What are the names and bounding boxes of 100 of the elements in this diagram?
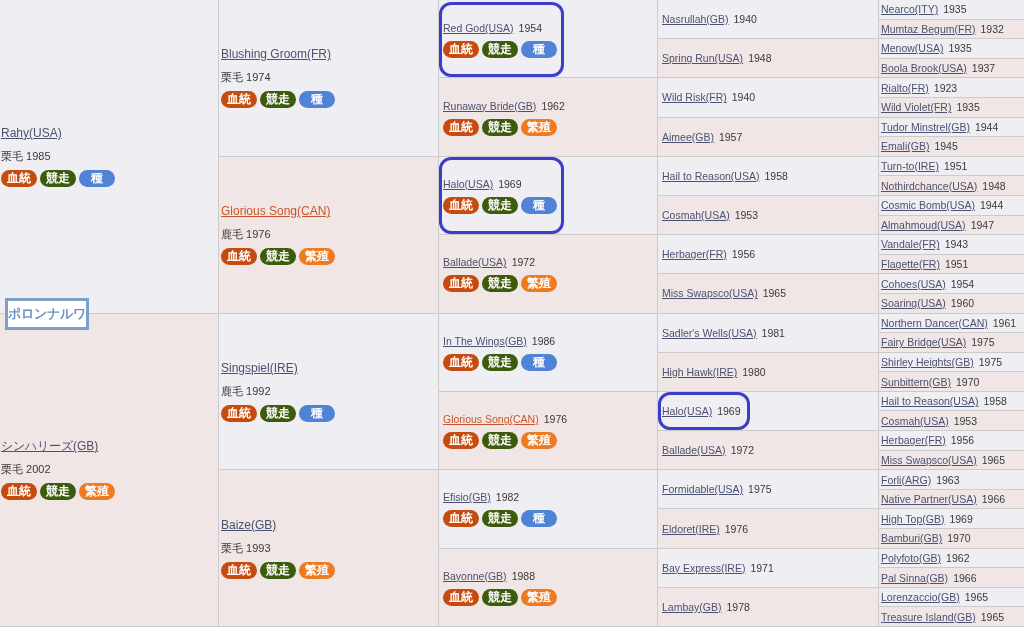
name-link: Rahy(USA) xyxy=(1,125,62,141)
name-link: Nearco(ITY) xyxy=(881,2,939,17)
tag-badge: 血統 xyxy=(221,248,257,266)
year-text: 1988 xyxy=(511,568,535,583)
year-text: 1965 xyxy=(762,286,787,301)
pedigree-cell xyxy=(879,568,1024,588)
name-link: Bayonne(GB) xyxy=(443,568,507,583)
name-link: Lambay(GB) xyxy=(662,599,722,614)
pedigree-cell xyxy=(658,587,879,627)
tag-badge: 競走 xyxy=(260,404,296,422)
tag-badge: 血統 xyxy=(443,588,479,606)
pedigree-cell xyxy=(658,235,879,275)
year-text: 1948 xyxy=(982,178,1006,193)
tag-badge: 種 xyxy=(79,169,115,187)
name-link: Tudor Minstrel(GB) xyxy=(881,119,970,134)
pedigree-cell xyxy=(658,509,879,549)
name-link: Miss Swapsco(USA) xyxy=(881,452,977,467)
year-text: 1965 xyxy=(980,609,1005,624)
tag-badge: 競走 xyxy=(260,91,296,109)
pedigree-cell xyxy=(658,0,879,40)
name-link: Menow(USA) xyxy=(881,41,944,56)
pedigree-cell xyxy=(879,19,1024,40)
year-text: 1972 xyxy=(730,443,754,458)
pedigree-cell xyxy=(879,607,1024,627)
name-link: Blushing Groom(FR) xyxy=(221,47,332,63)
name-link: Native Partner(USA) xyxy=(881,492,977,507)
coat-year-text: 鹿毛 1976 xyxy=(221,227,271,242)
year-text: 1953 xyxy=(953,413,978,428)
tag-badge: 競走 xyxy=(482,275,518,293)
year-text: 1969 xyxy=(717,404,741,419)
year-text: 1945 xyxy=(934,139,958,154)
tag-badge: 繁殖 xyxy=(521,588,557,606)
year-text: 1951 xyxy=(944,257,969,271)
year-text: 1986 xyxy=(531,333,556,348)
tag-badge: 競走 xyxy=(40,169,76,187)
year-text: 1956 xyxy=(950,433,975,448)
name-link: Soaring(USA) xyxy=(881,296,946,311)
pedigree-cell xyxy=(219,470,439,627)
pedigree-cell xyxy=(879,313,1024,334)
tag-badge: 種 xyxy=(521,196,557,214)
tag-badge: 種 xyxy=(521,510,557,528)
pedigree-cell xyxy=(879,235,1024,255)
pedigree-cell xyxy=(658,78,879,118)
year-text: 1935 xyxy=(956,100,980,115)
name-link: Emali(GB) xyxy=(881,139,930,154)
pedigree-cell xyxy=(879,352,1024,373)
name-link: Almahmoud(USA) xyxy=(881,217,966,232)
name-link: Nasrullah(GB) xyxy=(662,12,729,27)
tag-badge: 血統 xyxy=(443,196,479,214)
tag-badge: 血統 xyxy=(443,118,479,136)
name-link: Fairy Bridge(USA) xyxy=(881,335,967,350)
tag-badge: 競走 xyxy=(482,41,518,58)
year-text: 1969 xyxy=(498,176,522,191)
name-link: Nothirdchance(USA) xyxy=(881,178,978,193)
pedigree-cell xyxy=(219,313,439,471)
name-link: Hail to Reason(USA) xyxy=(662,168,760,183)
coat-year-text: 栗毛 1993 xyxy=(221,540,271,555)
pedigree-cell xyxy=(879,293,1024,314)
tag-badge: 競走 xyxy=(482,196,518,214)
year-text: 1935 xyxy=(948,41,972,56)
name-link: Shirley Heights(GB) xyxy=(881,355,974,369)
pedigree-cell xyxy=(879,0,1024,20)
name-link: Sadler's Wells(USA) xyxy=(662,325,757,340)
tag-badge: 種 xyxy=(521,41,557,58)
name-link: Cosmah(USA) xyxy=(662,208,730,223)
tag-badge: 競走 xyxy=(260,561,296,579)
year-text: 1980 xyxy=(742,364,766,379)
name-link: Cosmic Bomb(USA) xyxy=(881,198,975,213)
coat-year-text: 栗毛 2002 xyxy=(1,462,51,477)
name-link: Ballade(USA) xyxy=(443,255,507,270)
pedigree-cell xyxy=(658,39,879,79)
year-text: 1932 xyxy=(980,21,1004,36)
pedigree-cell xyxy=(879,450,1024,471)
name-link: Eldoret(IRE) xyxy=(662,521,720,536)
tag-badge: 繁殖 xyxy=(79,483,115,501)
name-link: Bamburi(GB) xyxy=(881,531,943,546)
pedigree-cell xyxy=(879,372,1024,392)
pedigree-cell xyxy=(879,58,1024,79)
pedigree-cell xyxy=(879,137,1024,157)
year-text: 1935 xyxy=(943,2,967,17)
name-link: High Top(GB) xyxy=(881,511,945,526)
pedigree-cell xyxy=(879,195,1024,216)
tag-badge: 繁殖 xyxy=(521,275,557,293)
tag-badge: 競走 xyxy=(40,483,76,501)
name-link: Sunbittern(GB) xyxy=(881,374,952,389)
pedigree-cell xyxy=(658,352,879,392)
pedigree-cell xyxy=(879,431,1024,451)
year-text: 1947 xyxy=(970,217,994,232)
pedigree-cell xyxy=(879,215,1024,236)
name-link: Glorious Song(CAN) xyxy=(443,412,539,427)
pedigree-cell xyxy=(879,274,1024,294)
year-text: 1971 xyxy=(750,560,774,575)
pedigree-cell xyxy=(879,470,1024,490)
tag-badge: 競走 xyxy=(482,510,518,528)
year-text: 1978 xyxy=(726,599,750,614)
year-text: 1975 xyxy=(748,482,772,497)
tag-badge: 血統 xyxy=(221,404,257,422)
name-link: Runaway Bride(GB) xyxy=(443,98,537,113)
name-link: Herbager(FR) xyxy=(662,247,727,262)
name-link: Aimee(GB) xyxy=(662,129,714,144)
